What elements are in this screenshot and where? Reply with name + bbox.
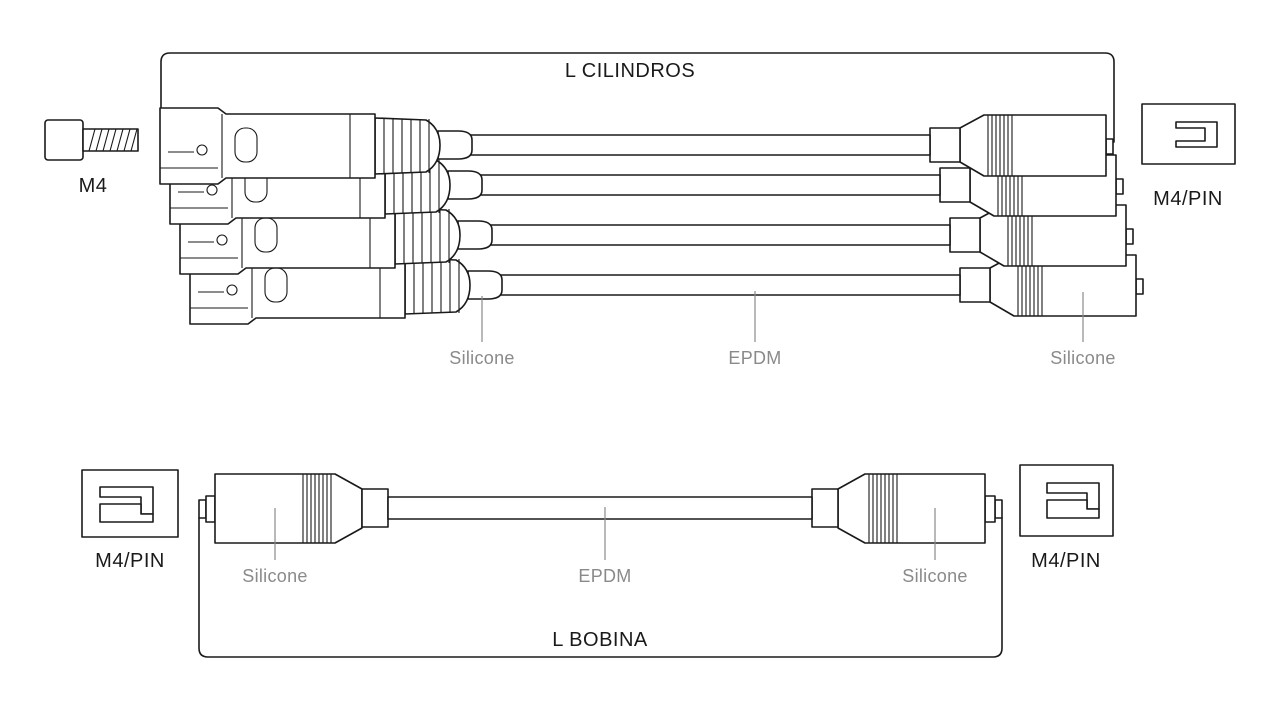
material-label-bottom-mid: EPDM [578, 566, 631, 586]
coil-wire [198, 473, 1003, 544]
m4-pin-terminal-icon [1141, 103, 1236, 165]
m4-pin-label-top: M4/PIN [1153, 188, 1223, 210]
cylinder-wire-4 [189, 247, 1144, 325]
l-bobina-bracket [198, 517, 1003, 658]
m4-screw-icon [44, 119, 139, 161]
material-label-top-right: Silicone [1050, 348, 1115, 368]
cylinder-wire-group [159, 107, 1144, 325]
l-cilindros-label: L CILINDROS [565, 60, 695, 82]
m4-pin-label-right: M4/PIN [1031, 550, 1101, 572]
l-cilindros-bracket [160, 52, 1115, 143]
cylinder-wire-1 [159, 107, 1114, 185]
m4-pin-terminal-left-icon [81, 469, 179, 538]
m4-pin-terminal-right-icon [1019, 464, 1114, 537]
m4-pin-label-left: M4/PIN [95, 550, 165, 572]
material-label-bottom-right: Silicone [902, 566, 967, 586]
m4-label: M4 [79, 175, 108, 197]
material-label-bottom-left: Silicone [242, 566, 307, 586]
material-label-top-mid: EPDM [728, 348, 781, 368]
material-label-top-left: Silicone [449, 348, 514, 368]
l-bobina-label: L BOBINA [552, 629, 648, 651]
